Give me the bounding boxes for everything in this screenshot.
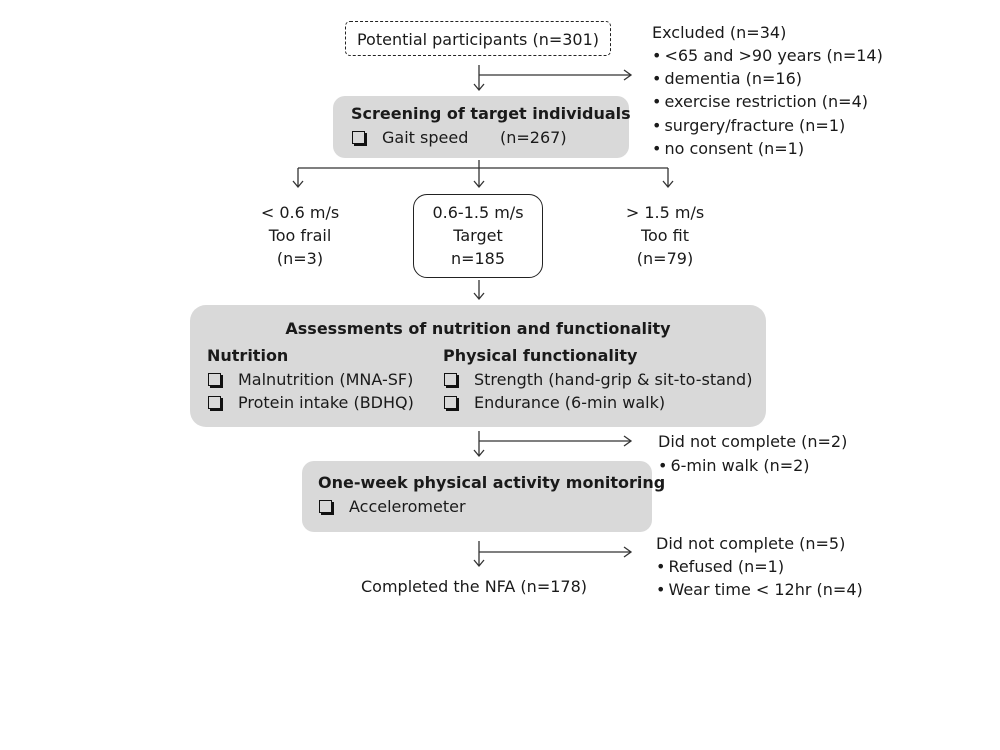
branch-slow-label: Too frail bbox=[268, 226, 332, 245]
nutrition-item: Protein intake (BDHQ) bbox=[208, 391, 433, 414]
monitoring-box bbox=[302, 461, 652, 532]
dropout1-item: 6-min walk (n=2) bbox=[658, 454, 809, 477]
excluded-item: surgery/fracture (n=1) bbox=[652, 114, 845, 137]
checkbox-icon bbox=[352, 131, 365, 144]
nutrition-item: Malnutrition (MNA-SF) bbox=[208, 368, 433, 391]
physical-heading: Physical functionality bbox=[443, 346, 638, 365]
physical-item: Strength (hand-grip & sit-to-stand) bbox=[444, 368, 754, 391]
branch-slow-count: (n=3) bbox=[276, 249, 324, 268]
completed-label: Completed the NFA (n=178) bbox=[361, 577, 587, 596]
excluded-item: <65 and >90 years (n=14) bbox=[652, 44, 882, 67]
monitoring-title: One-week physical activity monitoring bbox=[318, 473, 666, 492]
monitoring-item: Accelerometer bbox=[319, 495, 519, 518]
assessments-title: Assessments of nutrition and functionali… bbox=[285, 319, 671, 338]
branch-fast-speed: > 1.5 m/s bbox=[625, 203, 705, 222]
excluded-item: dementia (n=16) bbox=[652, 67, 802, 90]
potential-participants-box bbox=[345, 21, 611, 56]
branch-slow-speed: < 0.6 m/s bbox=[260, 203, 340, 222]
screening-title: Screening of target individuals bbox=[351, 104, 631, 123]
checkbox-icon bbox=[208, 396, 221, 409]
dropout2-item: Wear time < 12hr (n=4) bbox=[656, 578, 862, 601]
dropout2-title: Did not complete (n=5) bbox=[656, 534, 846, 553]
physical-item: Endurance (6-min walk) bbox=[444, 391, 754, 414]
branch-target-label: Target bbox=[453, 226, 503, 245]
potential-participants-label: Potential participants (n=301) bbox=[356, 30, 600, 49]
nutrition-heading: Nutrition bbox=[207, 346, 289, 365]
branch-target-speed: 0.6-1.5 m/s bbox=[432, 203, 524, 222]
excluded-item: exercise restriction (n=4) bbox=[652, 90, 868, 113]
screening-item-gait-speed: Gait speed (n=267) bbox=[352, 126, 612, 149]
target-box bbox=[413, 194, 543, 278]
dropout2-item: Refused (n=1) bbox=[656, 555, 784, 578]
branch-fast-label: Too fit bbox=[640, 226, 690, 245]
excluded-item: no consent (n=1) bbox=[652, 137, 804, 160]
excluded-title: Excluded (n=34) bbox=[652, 23, 787, 42]
branch-target-count: n=185 bbox=[450, 249, 506, 268]
assessments-box bbox=[190, 305, 766, 427]
checkbox-icon bbox=[444, 373, 457, 386]
branch-fast-count: (n=79) bbox=[636, 249, 694, 268]
checkbox-icon bbox=[208, 373, 221, 386]
dropout1-title: Did not complete (n=2) bbox=[658, 432, 848, 451]
checkbox-icon bbox=[319, 500, 332, 513]
checkbox-icon bbox=[444, 396, 457, 409]
screening-box bbox=[333, 96, 629, 158]
screening-count: (n=267) bbox=[500, 128, 567, 147]
